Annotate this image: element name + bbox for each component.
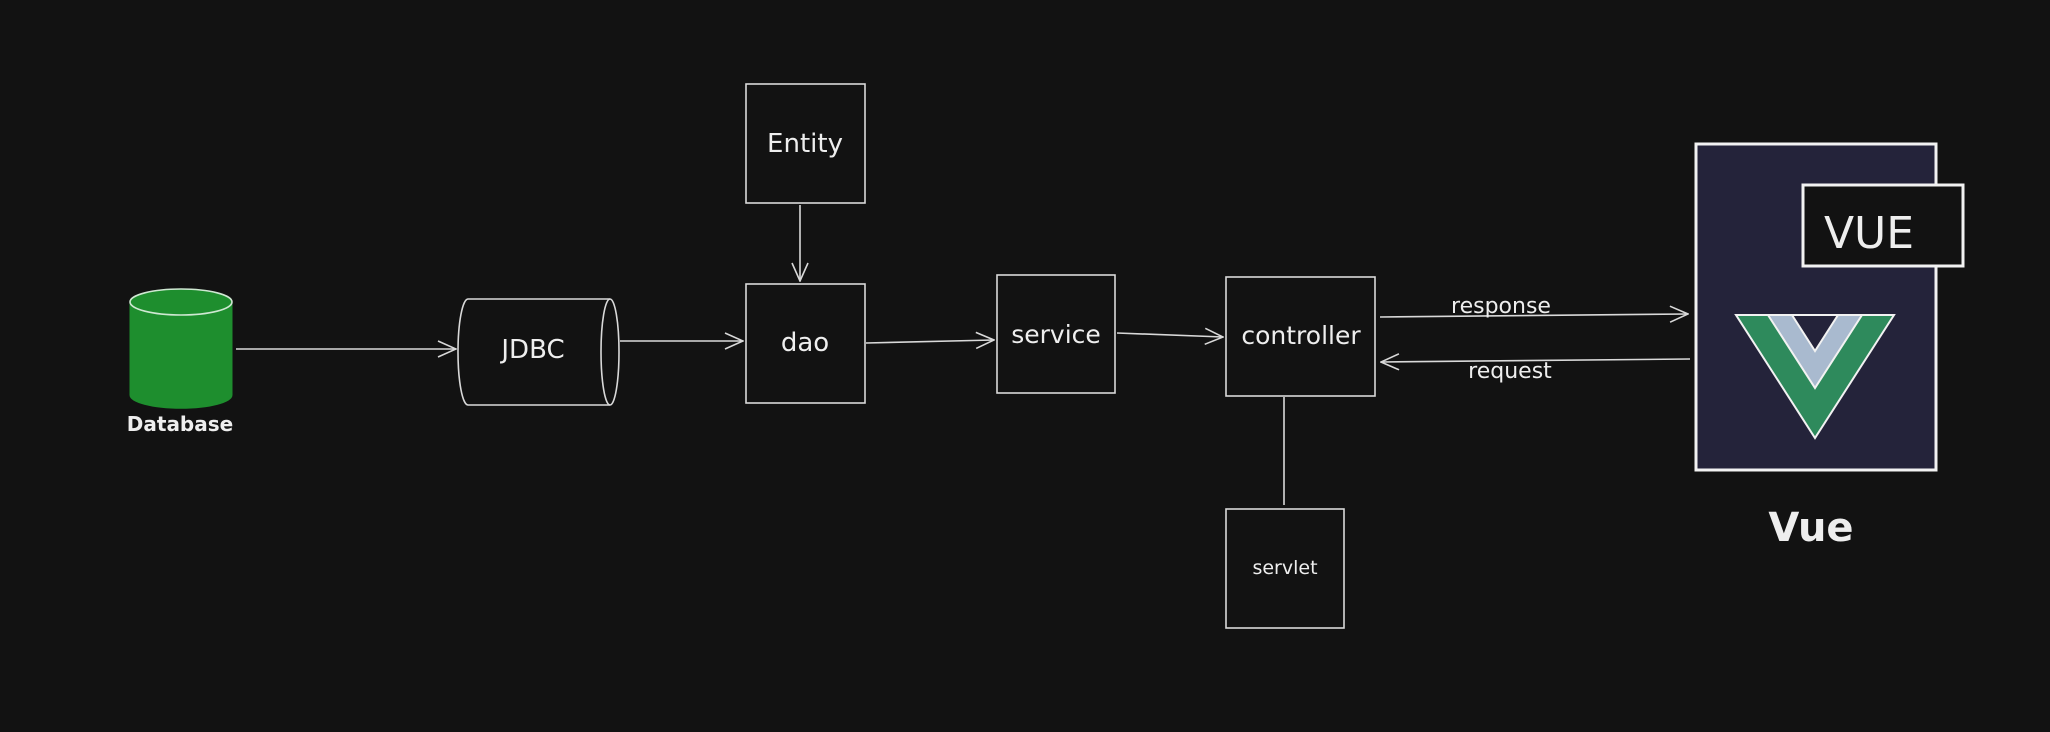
vue-logo-icon: [1734, 314, 1896, 440]
edge-response: [1379, 314, 1688, 317]
vue-badge-box: [1801, 183, 1965, 268]
servlet-node[interactable]: servlet: [1225, 508, 1345, 629]
database-node[interactable]: Database: [127, 288, 233, 436]
service-box: [996, 274, 1116, 394]
request-label: request: [1468, 359, 1552, 384]
servlet-box: [1225, 508, 1345, 629]
controller-label: controller: [1241, 321, 1361, 350]
jdbc-node[interactable]: JDBC: [457, 298, 620, 406]
jdbc-cylinder-icon: [457, 298, 610, 406]
dao-node[interactable]: dao: [745, 283, 866, 404]
service-node[interactable]: service: [996, 274, 1116, 394]
entity-node[interactable]: Entity: [745, 83, 866, 204]
response-label: response: [1451, 294, 1551, 319]
edge-request: [1381, 359, 1691, 362]
edge-service-controller: [1116, 333, 1223, 337]
controller-node[interactable]: controller: [1225, 276, 1376, 397]
jdbc-cylinder-end: [600, 298, 620, 406]
vue-caption: Vue: [1768, 505, 1853, 551]
database-cylinder-top: [129, 288, 233, 316]
vue-badge-label: VUE: [1824, 208, 1914, 259]
entity-label: Entity: [767, 129, 843, 159]
service-label: service: [1011, 320, 1101, 349]
edge-dao-service: [865, 340, 994, 343]
servlet-label: servlet: [1252, 557, 1317, 579]
jdbc-label: JDBC: [499, 335, 564, 365]
dao-box: [745, 283, 866, 404]
controller-box: [1225, 276, 1376, 397]
vue-panel[interactable]: VUE Vue: [1694, 142, 1965, 551]
database-cylinder-icon: [129, 301, 233, 409]
dao-label: dao: [781, 328, 829, 358]
entity-box: [745, 83, 866, 204]
database-label: Database: [127, 412, 233, 436]
